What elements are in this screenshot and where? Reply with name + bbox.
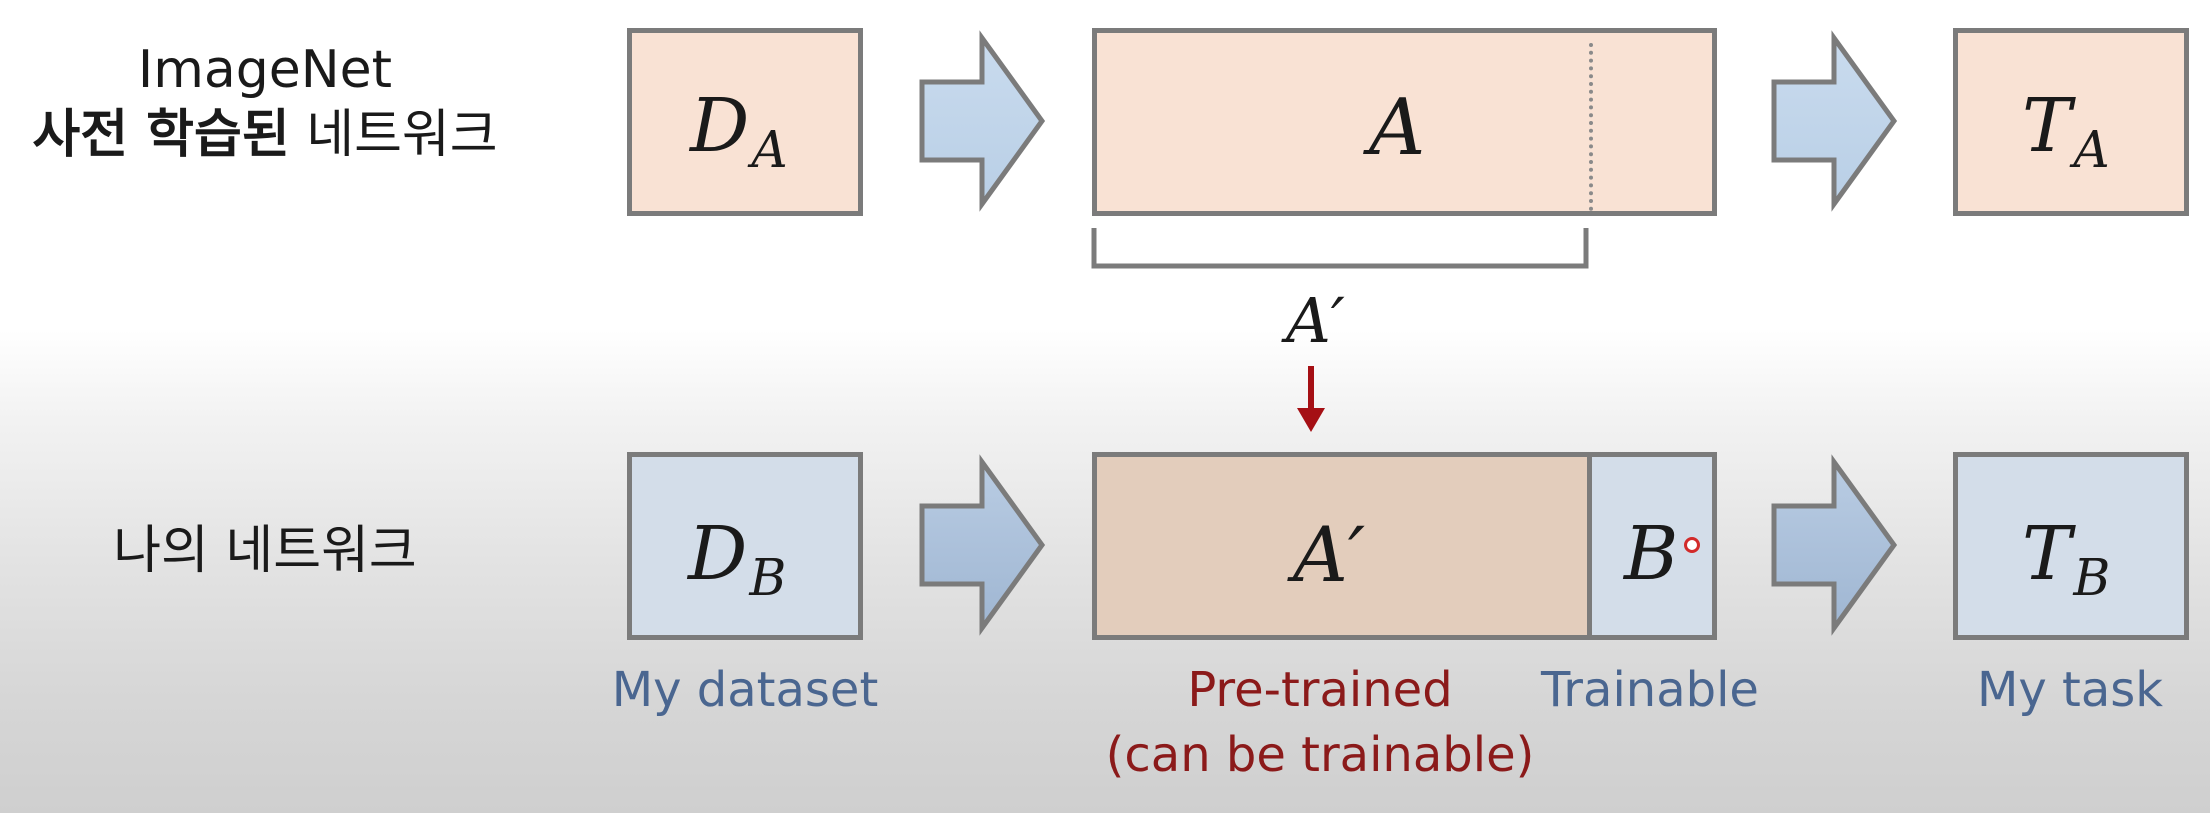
- dataset-b-box: DB: [627, 452, 863, 640]
- dataset-a-box: DA: [627, 28, 863, 216]
- task-b-sub: B: [2073, 548, 2111, 608]
- network-b-pretrained-box: A′: [1092, 452, 1592, 640]
- top-row-label-rest: 네트워크: [289, 105, 498, 165]
- arrow-right-icon: [919, 454, 1046, 636]
- dataset-a-sub: A: [751, 120, 788, 180]
- dataset-a-label: DA: [690, 89, 788, 175]
- top-row-label: ImageNet 사전 학습된 네트워크: [0, 38, 530, 168]
- network-b-pretrained-label: A′: [1293, 510, 1366, 599]
- down-arrow-head-icon: [1297, 408, 1325, 432]
- caption-trainable: Trainable: [1541, 662, 1759, 718]
- dataset-b-main: D: [688, 511, 748, 597]
- task-a-label: TA: [2022, 89, 2110, 175]
- caption-pretrained-line1: Pre-trained: [1187, 662, 1453, 718]
- top-row-label-line1: ImageNet: [137, 40, 393, 100]
- network-a-divider: [1589, 43, 1593, 211]
- caption-pretrained: Pre-trained (can be trainable): [1080, 658, 1560, 788]
- caption-my-task: My task: [1976, 662, 2164, 718]
- top-row-label-bold: 사전 학습된: [32, 105, 290, 165]
- network-b-trainable-label: B: [1624, 511, 1679, 597]
- task-a-box: TA: [1953, 28, 2189, 216]
- task-b-label: TB: [2022, 517, 2110, 603]
- arrow-right-icon: [1771, 30, 1898, 212]
- top-row-label-line2: 사전 학습된 네트워크: [0, 103, 530, 168]
- dataset-b-sub: B: [749, 548, 787, 608]
- task-b-main: T: [2022, 511, 2072, 597]
- network-b-trainable-box: B: [1587, 452, 1717, 640]
- network-a-box: A: [1092, 28, 1717, 216]
- arrow-right-icon: [919, 30, 1046, 212]
- task-b-box: TB: [1953, 452, 2189, 640]
- caption-my-dataset: My dataset: [611, 662, 879, 718]
- dataset-a-main: D: [690, 83, 750, 169]
- task-a-sub: A: [2073, 120, 2110, 180]
- cursor-dot-icon: [1684, 537, 1700, 553]
- bottom-row-label: 나의 네트워크: [113, 521, 417, 581]
- task-a-main: T: [2022, 83, 2072, 169]
- bracket-label: A′: [1286, 284, 1345, 357]
- bracket-icon: [1091, 228, 1589, 269]
- network-a-label: A: [1369, 83, 1426, 173]
- caption-pretrained-line2: (can be trainable): [1105, 726, 1535, 783]
- dataset-b-label: DB: [688, 517, 786, 603]
- arrow-right-icon: [1771, 454, 1898, 636]
